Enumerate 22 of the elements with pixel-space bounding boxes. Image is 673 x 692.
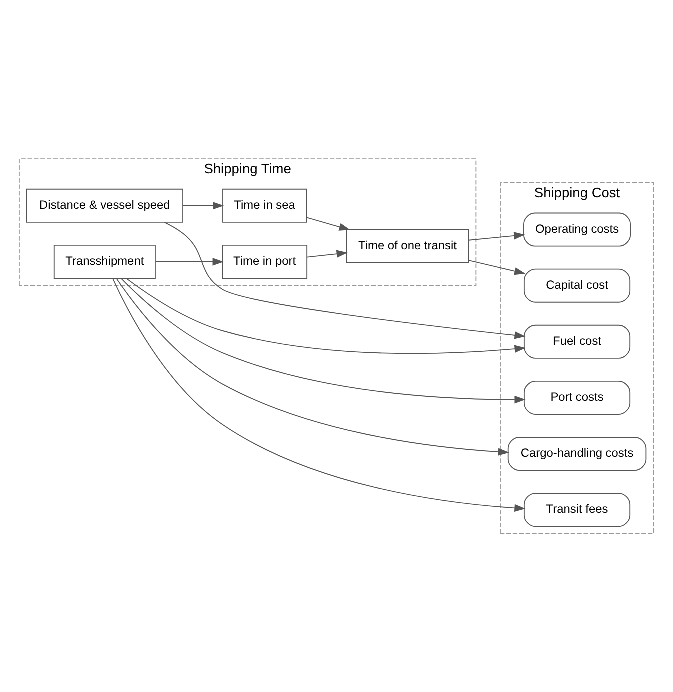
- node-box: Time in port: [222, 244, 308, 278]
- node-box: Time in sea: [222, 188, 308, 222]
- node-box: Time of one transit: [346, 228, 470, 263]
- arrow: [120, 278, 526, 404]
- node-box: Transshipment: [54, 244, 156, 278]
- arrow: [306, 216, 350, 230]
- node-box: Distance & vessel speed: [26, 188, 184, 222]
- arrow: [116, 278, 510, 456]
- arrow: [468, 232, 526, 240]
- arrow: [468, 260, 526, 275]
- arrow: [155, 258, 224, 266]
- node-box: Cargo-handling costs: [508, 436, 647, 471]
- node-box: Transit fees: [524, 492, 631, 527]
- arrow: [306, 250, 348, 258]
- arrow: [126, 278, 526, 354]
- arrow: [112, 278, 526, 512]
- node-box: Operating costs: [524, 212, 632, 246]
- node-box: Port costs: [524, 380, 631, 414]
- arrow: [164, 222, 526, 339]
- arrow: [182, 202, 224, 210]
- node-box: Capital cost: [524, 268, 631, 302]
- node-box: Fuel cost: [524, 324, 631, 358]
